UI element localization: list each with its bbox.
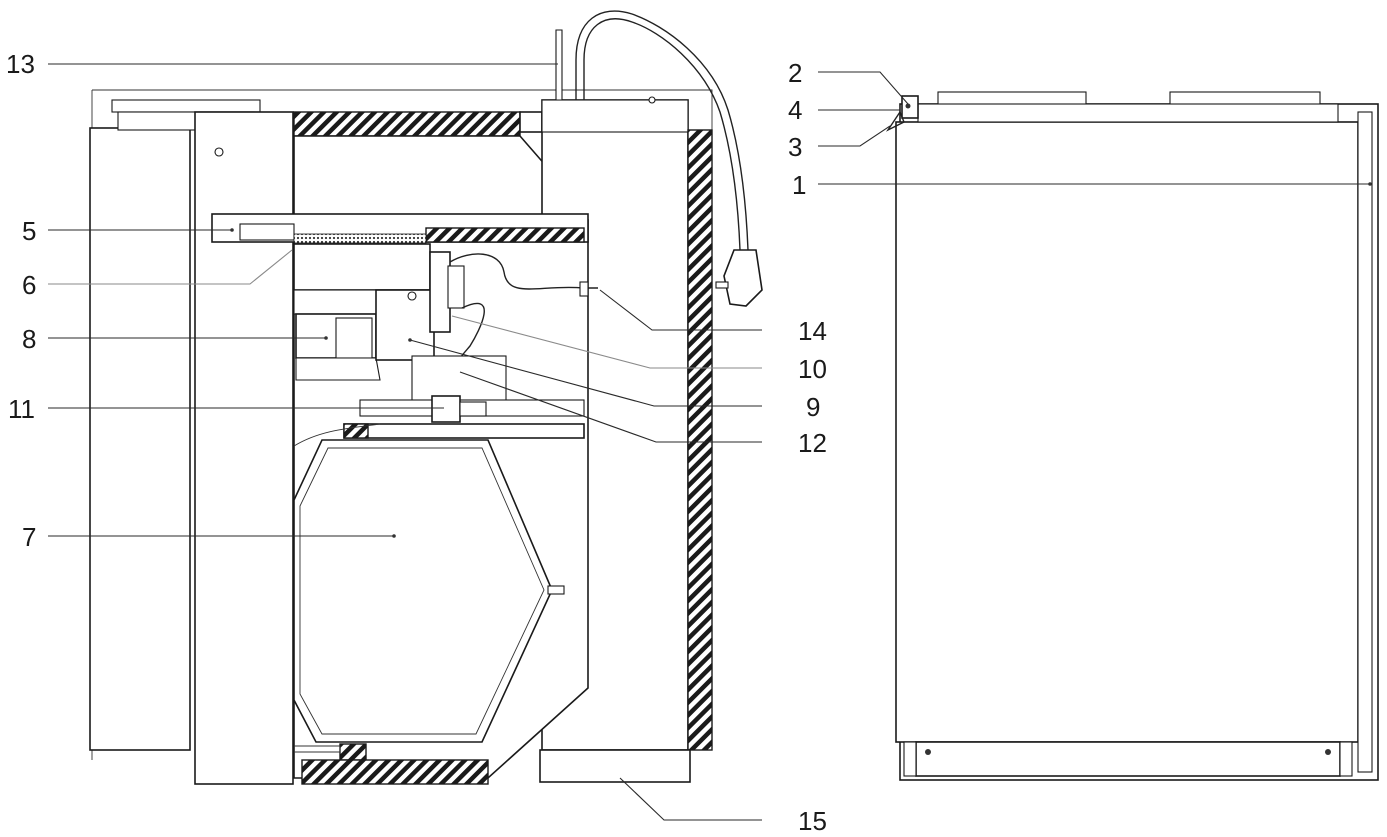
bottom-plinth (915, 741, 1341, 777)
leader-10 (451, 315, 762, 369)
damper-seal (343, 423, 369, 439)
anchor-5 (230, 228, 234, 232)
plug-pin (715, 281, 729, 289)
actuator-coupling (459, 401, 487, 417)
callout-labels: 13 5 6 8 11 7 14 10 9 12 15 2 4 3 1 (6, 49, 827, 836)
right-duct-cap (541, 99, 689, 133)
leader-9 (409, 339, 762, 407)
top-strip (917, 103, 1339, 123)
callout-13: 13 (6, 49, 35, 79)
callout-2: 2 (788, 58, 802, 88)
top-connector-block (519, 111, 543, 133)
electrical-board (429, 251, 451, 333)
callout-1: 1 (792, 170, 806, 200)
fan-motor-core (335, 317, 373, 359)
leader-12 (459, 371, 762, 443)
leader-3 (818, 125, 891, 147)
damper-plate (343, 423, 585, 439)
callout-3: 3 (788, 132, 802, 162)
power-cable-outer (575, 10, 749, 251)
leader-lines (48, 63, 1372, 821)
callout-5: 5 (22, 216, 36, 246)
fan-base (295, 357, 381, 381)
top-pipe (555, 29, 563, 101)
leader-2 (818, 71, 909, 105)
callout-6: 6 (22, 270, 36, 300)
power-cable-inner (583, 18, 741, 251)
filter-rail-insulation (425, 227, 585, 243)
cable-entry (885, 110, 905, 132)
filter-mesh (293, 233, 427, 244)
callout-15: 15 (798, 806, 827, 836)
power-plug (723, 249, 763, 307)
callout-8: 8 (22, 324, 36, 354)
internal-cable (449, 253, 598, 290)
exchanger-mount (547, 585, 565, 595)
board-connector (447, 265, 465, 309)
anchor-9 (408, 338, 412, 342)
control-box-screw (407, 291, 417, 301)
damper-actuator (431, 395, 461, 423)
section-view (89, 10, 763, 785)
callout-10: 10 (798, 354, 827, 384)
damper-blade (293, 423, 381, 447)
plinth-screw-right (1325, 749, 1331, 755)
bracket-screw (905, 103, 911, 109)
callout-4: 4 (788, 95, 802, 125)
fan-housing (293, 243, 431, 291)
anchor-7 (392, 534, 396, 538)
callout-11: 11 (8, 394, 35, 424)
front-panel (194, 111, 294, 785)
left-foot (903, 741, 917, 777)
filter-rail-inner (239, 223, 295, 241)
leader-15 (619, 777, 762, 821)
anchor-1 (1368, 182, 1372, 186)
callout-7: 7 (22, 522, 36, 552)
front-view (885, 91, 1379, 781)
right-insulation (687, 129, 713, 751)
heat-exchanger (293, 439, 553, 743)
top-insulation (293, 111, 521, 137)
callout-14: 14 (798, 316, 827, 346)
control-box (375, 289, 435, 361)
bottom-insulation (301, 759, 489, 785)
callout-9: 9 (806, 392, 820, 422)
cap-screw (648, 96, 656, 104)
leader-14 (599, 289, 762, 331)
heat-exchanger-inner (299, 447, 545, 735)
unit-side-edge (1357, 111, 1373, 773)
right-foot (1339, 741, 1353, 777)
bottom-duct-stub (539, 749, 691, 783)
drain-tray (294, 745, 341, 753)
callout-12: 12 (798, 428, 827, 458)
bottom-insulation-left (339, 743, 367, 761)
cable-gland (579, 281, 589, 297)
leader-6 (48, 249, 293, 285)
plinth-screw-left (925, 749, 931, 755)
anchor-8 (324, 336, 328, 340)
unit-body (895, 121, 1359, 743)
panel-screw (214, 147, 224, 157)
rear-duct-stub (111, 99, 261, 113)
rear-housing (89, 127, 191, 751)
